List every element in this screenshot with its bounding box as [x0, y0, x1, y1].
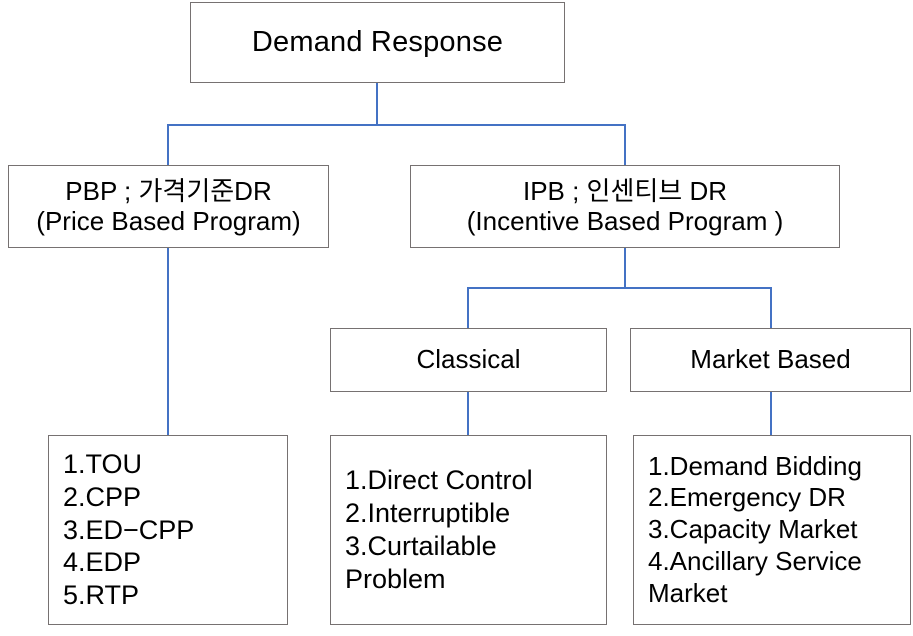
- leaf-pbp-item-3: 3.ED−CPP: [63, 514, 195, 545]
- connector-market-based-to-leaf: [770, 391, 772, 436]
- leaf-market-item-3: 3.Capacity Market: [648, 514, 858, 545]
- node-market-based[interactable]: Market Based: [630, 328, 911, 392]
- connector-pbp-to-leaf: [167, 247, 169, 436]
- leaf-pbp-item-2: 2.CPP: [63, 481, 142, 512]
- connector-to-ipb: [624, 124, 626, 166]
- node-leaf-classical-programs[interactable]: 1.Direct Control 2.Interruptible 3.Curta…: [330, 435, 607, 625]
- connector-to-classical: [467, 287, 469, 329]
- node-pbp-line-1: PBP ; 가격기준DR: [65, 176, 272, 207]
- node-ipb-line-1: IPB ; 인센티브 DR: [522, 176, 728, 207]
- connector-level3-bus: [467, 287, 772, 289]
- node-pbp-line-2: (Price Based Program): [36, 205, 301, 236]
- node-leaf-market-based-programs[interactable]: 1.Demand Bidding 2.Emergency DR 3.Capaci…: [633, 435, 911, 625]
- connector-ipb-down: [624, 247, 626, 289]
- node-demand-response-line-1: Demand Response: [251, 26, 504, 59]
- leaf-classical-item-2: 2.Interruptible: [345, 498, 511, 529]
- leaf-classical-item-3: 3.Curtailable Problem: [345, 531, 497, 594]
- leaf-market-item-2: 2.Emergency DR: [648, 482, 846, 513]
- leaf-pbp-item-4: 4.EDP: [63, 547, 142, 578]
- connector-level2-bus: [167, 124, 626, 126]
- leaf-pbp-item-5: 5.RTP: [63, 580, 140, 611]
- node-market-based-line-1: Market Based: [690, 344, 851, 375]
- connector-classical-to-leaf: [467, 391, 469, 436]
- connector-to-pbp: [167, 124, 169, 166]
- node-pbp[interactable]: PBP ; 가격기준DR (Price Based Program): [8, 165, 329, 248]
- node-ipb-line-2: (Incentive Based Program ): [466, 205, 784, 236]
- node-classical[interactable]: Classical: [330, 328, 607, 392]
- leaf-classical-item-1: 1.Direct Control: [345, 465, 533, 496]
- node-leaf-pbp-programs[interactable]: 1.TOU 2.CPP 3.ED−CPP 4.EDP 5.RTP: [48, 435, 288, 625]
- node-ipb[interactable]: IPB ; 인센티브 DR (Incentive Based Program ): [410, 165, 840, 248]
- leaf-market-item-4: 4.Ancillary Service Market: [648, 545, 862, 608]
- leaf-pbp-item-1: 1.TOU: [63, 448, 143, 479]
- leaf-market-item-1: 1.Demand Bidding: [648, 450, 862, 481]
- connector-to-market-based: [770, 287, 772, 329]
- node-demand-response[interactable]: Demand Response: [190, 2, 565, 83]
- connector-root-down: [376, 82, 378, 126]
- node-classical-line-1: Classical: [416, 344, 521, 375]
